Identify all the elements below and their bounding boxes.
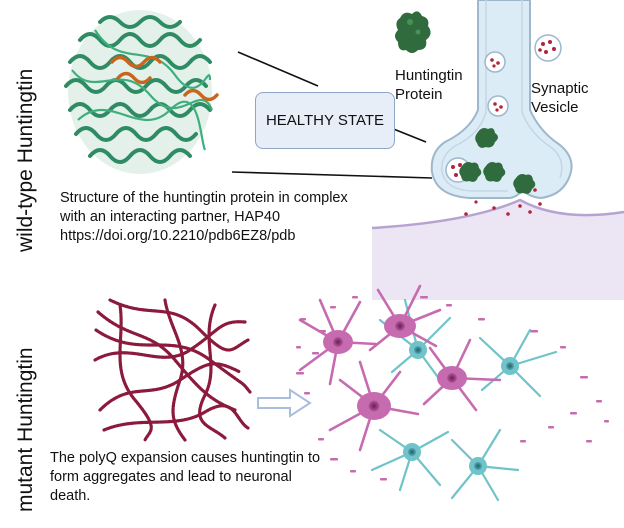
aggregates-icon bbox=[93, 298, 252, 442]
healthy-state-label: HEALTHY STATE bbox=[265, 112, 385, 129]
protein-structure-icon bbox=[64, 10, 219, 174]
huntingtin-highlights bbox=[407, 19, 421, 35]
connector-lines bbox=[231, 51, 433, 179]
postsynaptic-membrane bbox=[371, 198, 624, 300]
neuron-network-icon bbox=[296, 284, 609, 502]
polyq-caption: The polyQ expansion causes huntingtin to… bbox=[50, 450, 321, 504]
vesicle-contents bbox=[451, 40, 556, 177]
huntingtin-protein-label: Huntingtin Protein bbox=[395, 67, 463, 103]
huntingtin-protein-icon bbox=[395, 11, 536, 194]
structure-caption: Structure of the huntingtin protein in c… bbox=[60, 190, 348, 244]
healthy-state-box: HEALTHY STATE bbox=[255, 92, 395, 149]
arrow-icon bbox=[257, 388, 312, 418]
synaptic-vesicle-label: Synaptic Vesicle bbox=[531, 80, 589, 116]
